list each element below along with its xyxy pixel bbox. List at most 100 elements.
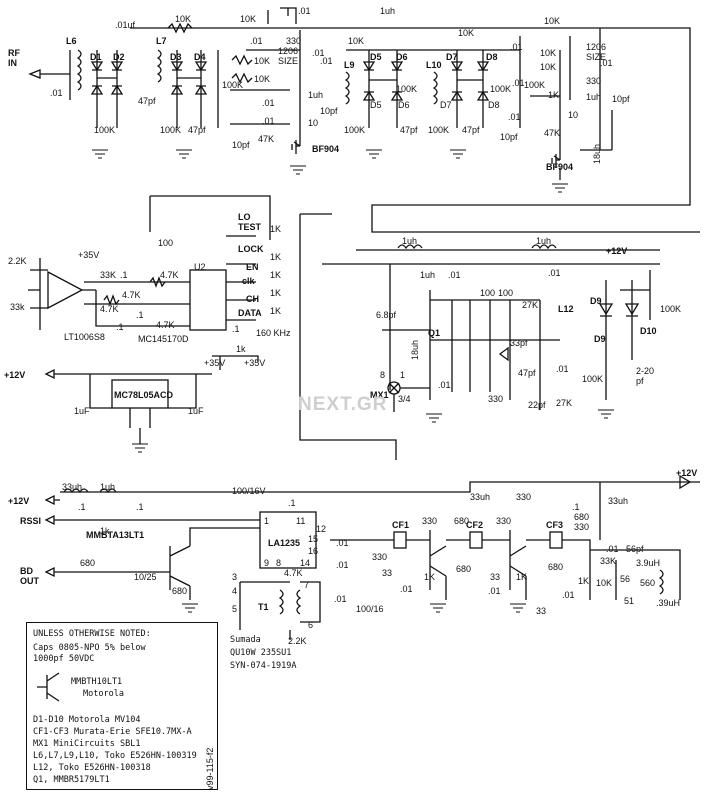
cap-label: .1 bbox=[136, 502, 144, 512]
res-label: 100 bbox=[158, 238, 173, 248]
res-label: 27K bbox=[556, 398, 572, 408]
inductor-label-l9: L9 bbox=[344, 60, 355, 70]
res-label: 1K bbox=[270, 288, 281, 298]
res-label: 33 bbox=[536, 606, 546, 616]
fet-label: BF904 bbox=[312, 144, 339, 154]
transformer-label: T1 bbox=[258, 602, 269, 612]
lock-label: LOCK bbox=[238, 244, 264, 254]
cap-label: .01 bbox=[600, 58, 613, 68]
cap-label: .1 bbox=[288, 498, 296, 508]
inductor-label-l7: L7 bbox=[156, 36, 167, 46]
res-label: 680 bbox=[574, 512, 589, 522]
crystal-label: 160 KHz bbox=[256, 328, 291, 338]
diode-label-d5: D5 bbox=[370, 52, 382, 62]
mixer-lo-section: 1uh 1uh +12V .01 1uh .01 100 100 27K L12… bbox=[322, 236, 681, 412]
notes-q1: Q1, MMBR5179LT1 bbox=[33, 775, 110, 785]
cap-label: 47pf bbox=[400, 125, 418, 135]
cap-label: .01 bbox=[512, 78, 525, 88]
drawing-number: v99-115-f2 bbox=[205, 747, 215, 790]
pin-label: 3/4 bbox=[398, 394, 411, 404]
cap-label: .01 bbox=[250, 36, 263, 46]
diode-label-d7: D7 bbox=[446, 52, 458, 62]
ceramic-filter-cf1 bbox=[393, 531, 407, 549]
transistor-icon bbox=[37, 672, 60, 702]
opamp-label: LT1006S8 bbox=[64, 332, 105, 342]
transformer-info: Sumada QU10W 235SU1 SYN-074-1919A bbox=[230, 634, 297, 673]
cap-label: .01 bbox=[334, 594, 347, 604]
res-label: 680 bbox=[172, 586, 187, 596]
transistor-label: MMBTA13LT1 bbox=[86, 530, 144, 540]
notes-inductors-1: L6,L7,L9,L10, Toko E526HN-100319 bbox=[33, 751, 197, 761]
pin-label: 15 bbox=[308, 534, 318, 544]
cap-label: 10/25 bbox=[134, 572, 157, 582]
res-label: 100 bbox=[498, 288, 513, 298]
pin-label: 6 bbox=[308, 620, 313, 630]
res-label: 10 bbox=[308, 118, 318, 128]
res-label: 10K bbox=[544, 16, 560, 26]
diode-label: D9 bbox=[590, 296, 602, 306]
notes-filters: CF1-CF3 Murata-Erie SFE10.7MX-A bbox=[33, 727, 192, 737]
pin-label: 1 bbox=[400, 370, 405, 380]
res-label: 10K bbox=[240, 14, 256, 24]
supply-label: +12V bbox=[4, 370, 25, 380]
data-label: DATA bbox=[238, 308, 262, 318]
inductor-label: 18uh bbox=[592, 144, 602, 164]
res-label: 47K bbox=[544, 128, 560, 138]
res-label: 10K bbox=[254, 56, 270, 66]
cap-label: 10pf bbox=[232, 140, 250, 150]
diode-label-d4: D4 bbox=[194, 52, 206, 62]
en-label: EN bbox=[246, 262, 259, 272]
inductor-label: 33uh bbox=[62, 482, 82, 492]
res-label: 1K bbox=[548, 90, 559, 100]
pin-label: 8 bbox=[380, 370, 385, 380]
cap-label: .01 bbox=[50, 88, 63, 98]
res-label: 27K bbox=[522, 300, 538, 310]
res-label: 4.7K bbox=[122, 290, 141, 300]
fet-label: BF904 bbox=[546, 162, 573, 172]
cap-label: .01 bbox=[562, 590, 575, 600]
cap-label: .1 bbox=[78, 502, 86, 512]
supply-label: +12V bbox=[676, 468, 697, 478]
cap-label: .01 bbox=[262, 116, 275, 126]
notes-transistor: MMBTH10LT1 bbox=[71, 677, 123, 687]
res-label: 1k bbox=[236, 344, 246, 354]
cap-label: 47pf bbox=[138, 96, 156, 106]
cap-label: 100/16V bbox=[232, 486, 266, 496]
cap-label: .01 bbox=[312, 48, 325, 58]
res-label: 10K bbox=[254, 74, 270, 84]
pin-label: 5 bbox=[232, 604, 237, 614]
res-label: 1K bbox=[270, 224, 281, 234]
res-label: 33 bbox=[382, 568, 392, 578]
res-label: 680 bbox=[456, 564, 471, 574]
diode-label-d6: D6 bbox=[398, 100, 410, 110]
cap-label: 1uF bbox=[188, 406, 204, 416]
ic-pin-label: U2 bbox=[194, 262, 206, 272]
diode-label-d2: D2 bbox=[113, 52, 125, 62]
res-label: 100K bbox=[582, 374, 603, 384]
res-label: 330 bbox=[586, 76, 601, 86]
ceramic-filter-cf3 bbox=[549, 531, 563, 549]
pin-label: 3 bbox=[232, 572, 237, 582]
res-label: 680 bbox=[80, 558, 95, 568]
inductor-label-l6: L6 bbox=[66, 36, 77, 46]
pin-label: 14 bbox=[300, 558, 310, 568]
cap-label: .01 bbox=[400, 584, 413, 594]
inductor-label: 33uh bbox=[470, 492, 490, 502]
res-label: 33 bbox=[490, 572, 500, 582]
supply-label: +12V bbox=[8, 496, 29, 506]
diode-label-d1: D1 bbox=[90, 52, 102, 62]
filter-label: CF3 bbox=[546, 520, 563, 530]
watermark: NEXT.GR bbox=[298, 394, 388, 415]
filter-label: CF2 bbox=[466, 520, 483, 530]
inductor-label-l10: L10 bbox=[426, 60, 442, 70]
res-label: 680 bbox=[548, 562, 563, 572]
pin-label: 9 bbox=[264, 558, 269, 568]
res-label: 33k bbox=[10, 302, 25, 312]
res-label: 1K bbox=[516, 572, 527, 582]
res-label: 100K bbox=[490, 84, 511, 94]
